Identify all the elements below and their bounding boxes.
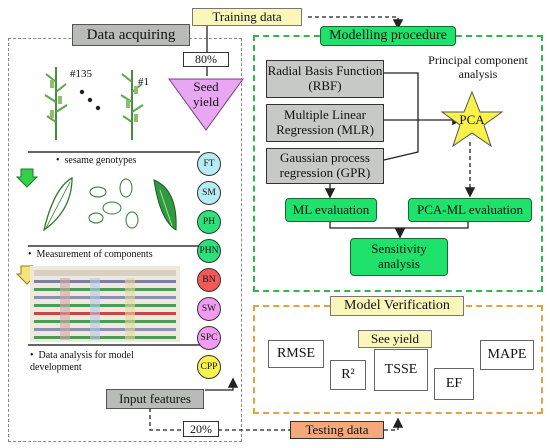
sensitivity-analysis-box: Sensitivity analysis [350, 238, 448, 276]
see-yield-label: See yield [358, 330, 432, 348]
testing-data-label: Testing data [290, 421, 384, 439]
mlr-box: Multiple Linear Regression (MLR) [266, 104, 384, 142]
metric-rmse: RMSE [268, 340, 324, 368]
seed-yield-triangle [168, 78, 244, 131]
feature-bn: BN [197, 268, 221, 292]
pca-caption: Principal component analysis [428, 53, 528, 81]
testing-split-label: 20% [183, 421, 219, 437]
metric-tsse: TSSE [374, 349, 428, 391]
sesame-plant-icon-2 [120, 70, 144, 140]
input-features-label: Input features [106, 389, 204, 409]
sesame-plant-icon [44, 67, 68, 140]
feature-phn: PHN [197, 239, 221, 263]
seed-yield-label: Seed yield [193, 79, 219, 109]
feature-ph: PH [197, 210, 221, 234]
pca-star-icon [440, 90, 504, 148]
metric-r2: R² [330, 360, 366, 390]
plant-components-sketch [42, 176, 177, 232]
plant-label-1: #1 [138, 76, 149, 88]
data-table-image [30, 266, 180, 342]
caption-measurement: • Measurement of components [28, 249, 153, 260]
plant-label-135: #135 [70, 68, 92, 80]
down-arrow-icon [16, 168, 38, 188]
metric-ef: EF [434, 368, 474, 400]
feature-circles: FT SM PH PHN BN SW SPC CPP [194, 152, 224, 382]
feature-sm: SM [197, 181, 221, 205]
data-acquiring-title: Data acquiring [72, 24, 190, 46]
training-data-label: Training data [192, 8, 302, 26]
rbf-box: Radial Basis Function (RBF) [266, 60, 384, 98]
caption-genotypes: • sesame genotypes [56, 155, 137, 166]
feature-sw: SW [197, 297, 221, 321]
metric-mape: MAPE [480, 340, 534, 370]
feature-ft: FT [197, 152, 221, 176]
training-split-label: 80% [183, 52, 229, 67]
pca-ml-evaluation-box: PCA-ML evaluation [408, 198, 532, 222]
ml-evaluation-box: ML evaluation [285, 198, 377, 222]
caption-analysis: • Data analysis for model development [30, 350, 134, 373]
modelling-title: Modelling procedure [320, 26, 456, 46]
verification-title: Model Verification [330, 296, 464, 316]
pca-label: PCA [459, 112, 485, 127]
feature-cpp: CPP [197, 355, 221, 379]
gpr-box: Gaussian process regression (GPR) [266, 148, 384, 184]
feature-spc: SPC [197, 326, 221, 350]
